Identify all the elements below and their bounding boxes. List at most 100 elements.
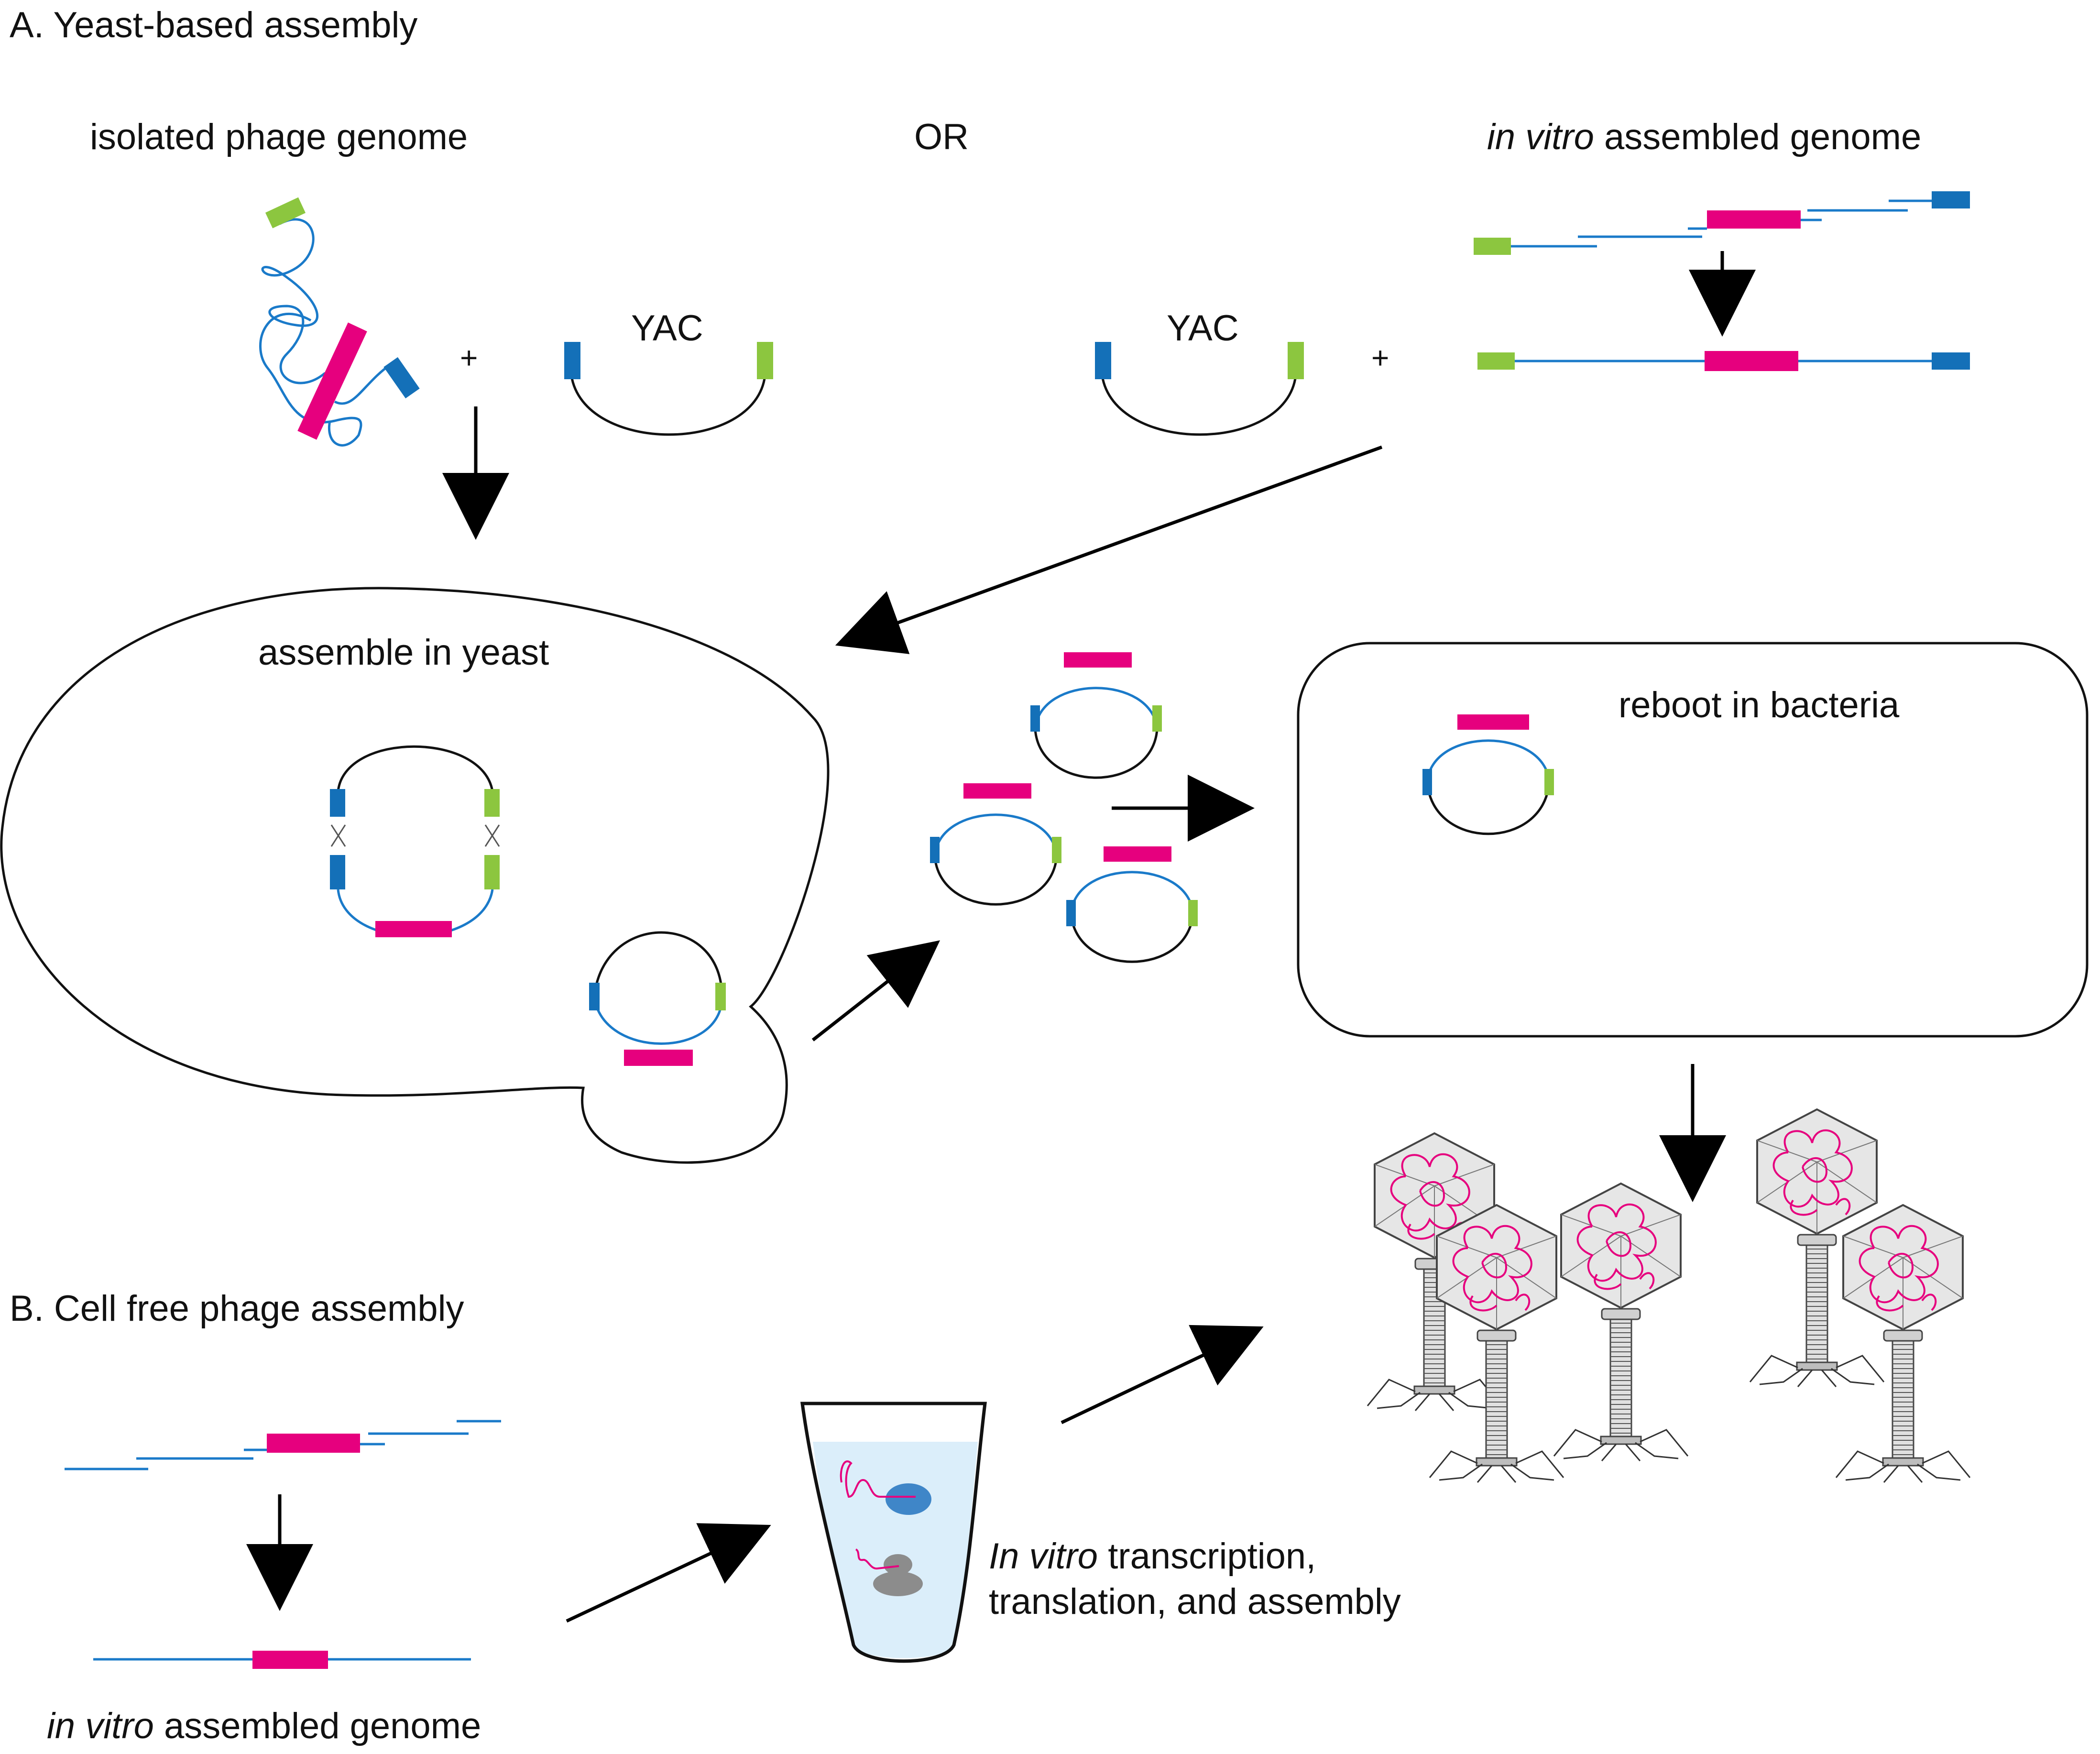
circle-blue <box>1070 871 1194 914</box>
tube-label-line1: In vitro transcription, <box>989 1536 1316 1577</box>
extracted-circle <box>930 783 1061 906</box>
phage-capsid-facets <box>1374 1164 1495 1258</box>
tube-rest: transcription, <box>1098 1536 1316 1577</box>
ribosome-blue <box>886 1483 931 1515</box>
yac-left: YAC <box>564 308 773 436</box>
packaged-dna <box>1576 1203 1657 1290</box>
pink-block <box>624 1050 693 1066</box>
circle-black <box>933 855 1058 906</box>
phage-collar <box>1883 1329 1923 1342</box>
blue-block-top <box>330 789 345 817</box>
crossover-line <box>330 824 346 847</box>
yac-blue-end <box>1095 342 1111 379</box>
blue-block <box>1932 352 1970 370</box>
phage-particle <box>1835 1204 1971 1483</box>
phage-tail <box>1485 1340 1508 1459</box>
phage-tail-stripes <box>1486 1344 1507 1455</box>
packaged-dna <box>1390 1153 1470 1240</box>
assembled-linear-genome <box>1477 351 1970 371</box>
circle-black <box>1070 913 1194 963</box>
extracted-circle <box>1030 652 1162 779</box>
yac-green-end <box>757 342 773 379</box>
yeast-cell-outline <box>0 587 830 1164</box>
green-block <box>1188 900 1198 926</box>
green-block <box>715 983 726 1010</box>
phage-tail-fibers <box>1553 1429 1689 1461</box>
yac-blue-end <box>564 342 580 379</box>
plus-left: + <box>460 340 478 375</box>
extracted-circle <box>1066 846 1198 963</box>
mrna-strand-short <box>855 1548 899 1570</box>
green-block-bottom <box>484 855 500 889</box>
blue-block <box>1030 705 1040 732</box>
genome-strand-3 <box>334 362 393 405</box>
cell-free-genome-label: in vitro assembled genome <box>47 1706 481 1746</box>
phage-baseplate <box>1413 1385 1455 1395</box>
circle-black <box>1426 781 1551 835</box>
phage-particle <box>1749 1108 1885 1387</box>
pink-block <box>1064 652 1132 668</box>
phage-capsid-facets <box>1436 1236 1557 1329</box>
yac-right: YAC <box>1095 308 1304 436</box>
phage-baseplate <box>1476 1457 1518 1467</box>
isolated-phage-genome <box>259 197 420 447</box>
recombination-assembly <box>330 745 500 937</box>
pink-block <box>963 783 1031 799</box>
ribosome-gray-large <box>873 1571 923 1596</box>
circle-blue <box>1426 739 1551 782</box>
green-block <box>1152 705 1162 732</box>
pink-block <box>1104 846 1171 862</box>
assemble-in-yeast-label: assemble in yeast <box>258 632 549 673</box>
pink-block <box>375 921 452 937</box>
phage-particle <box>1429 1204 1564 1483</box>
yac-label: YAC <box>631 308 703 349</box>
circle-blue <box>593 997 723 1045</box>
pink-block <box>267 1434 360 1453</box>
yac-green-end <box>1288 342 1304 379</box>
blue-block <box>589 983 600 1010</box>
mrna-strand <box>840 1460 916 1498</box>
plus-right: + <box>1371 340 1389 375</box>
arrow-genome-to-tube <box>566 1523 771 1623</box>
arrow-yeast-to-circles <box>811 940 941 1041</box>
blue-block <box>930 837 940 863</box>
phage-tail-stripes <box>1892 1344 1914 1455</box>
pink-gene-block <box>297 322 367 440</box>
phage-tail-fibers <box>1367 1379 1502 1411</box>
in-vitro-rest: assembled genome <box>1594 117 1921 157</box>
section-a-title: A. Yeast-based assembly <box>10 5 417 45</box>
yac-arc <box>337 745 494 792</box>
phage-tail-stripes <box>1806 1249 1827 1359</box>
phage-baseplate <box>1796 1361 1838 1371</box>
ribosome-gray-small <box>884 1554 912 1575</box>
bud-assembled-circle <box>589 931 726 1066</box>
phage-capsid-facets <box>1843 1236 1963 1329</box>
phage-tail-stripes <box>1424 1272 1445 1383</box>
blue-block <box>1932 191 1970 208</box>
arrow-invitro-to-yeast <box>835 445 1383 654</box>
isolated-genome-label: isolated phage genome <box>90 117 468 157</box>
reaction-tube <box>800 1402 987 1663</box>
in-vitro-genome-label: in vitro assembled genome <box>1487 117 1921 157</box>
circle-blue <box>1034 687 1159 730</box>
green-block <box>1544 769 1554 795</box>
phage-collar <box>1477 1329 1517 1342</box>
green-block <box>1477 352 1515 370</box>
phage-tail-fibers <box>1429 1450 1564 1483</box>
phage-particle <box>1553 1182 1689 1461</box>
phage-tail-fibers <box>1749 1355 1885 1387</box>
phage-collar <box>1797 1234 1837 1246</box>
in-vitro-fragments <box>1474 191 1970 255</box>
cell-free-assembled-genome <box>93 1651 471 1669</box>
or-label: OR <box>914 117 969 157</box>
tube-italic: In vitro <box>989 1536 1098 1577</box>
genome-strand <box>261 218 326 384</box>
circle-black <box>593 931 723 998</box>
yac-backbone <box>1101 375 1297 436</box>
phage-baseplate <box>1600 1436 1642 1445</box>
pink-block <box>1705 351 1798 371</box>
green-block <box>1052 837 1061 863</box>
in-vitro-rest: assembled genome <box>154 1706 481 1746</box>
phage-capsid-facets <box>1561 1214 1681 1308</box>
